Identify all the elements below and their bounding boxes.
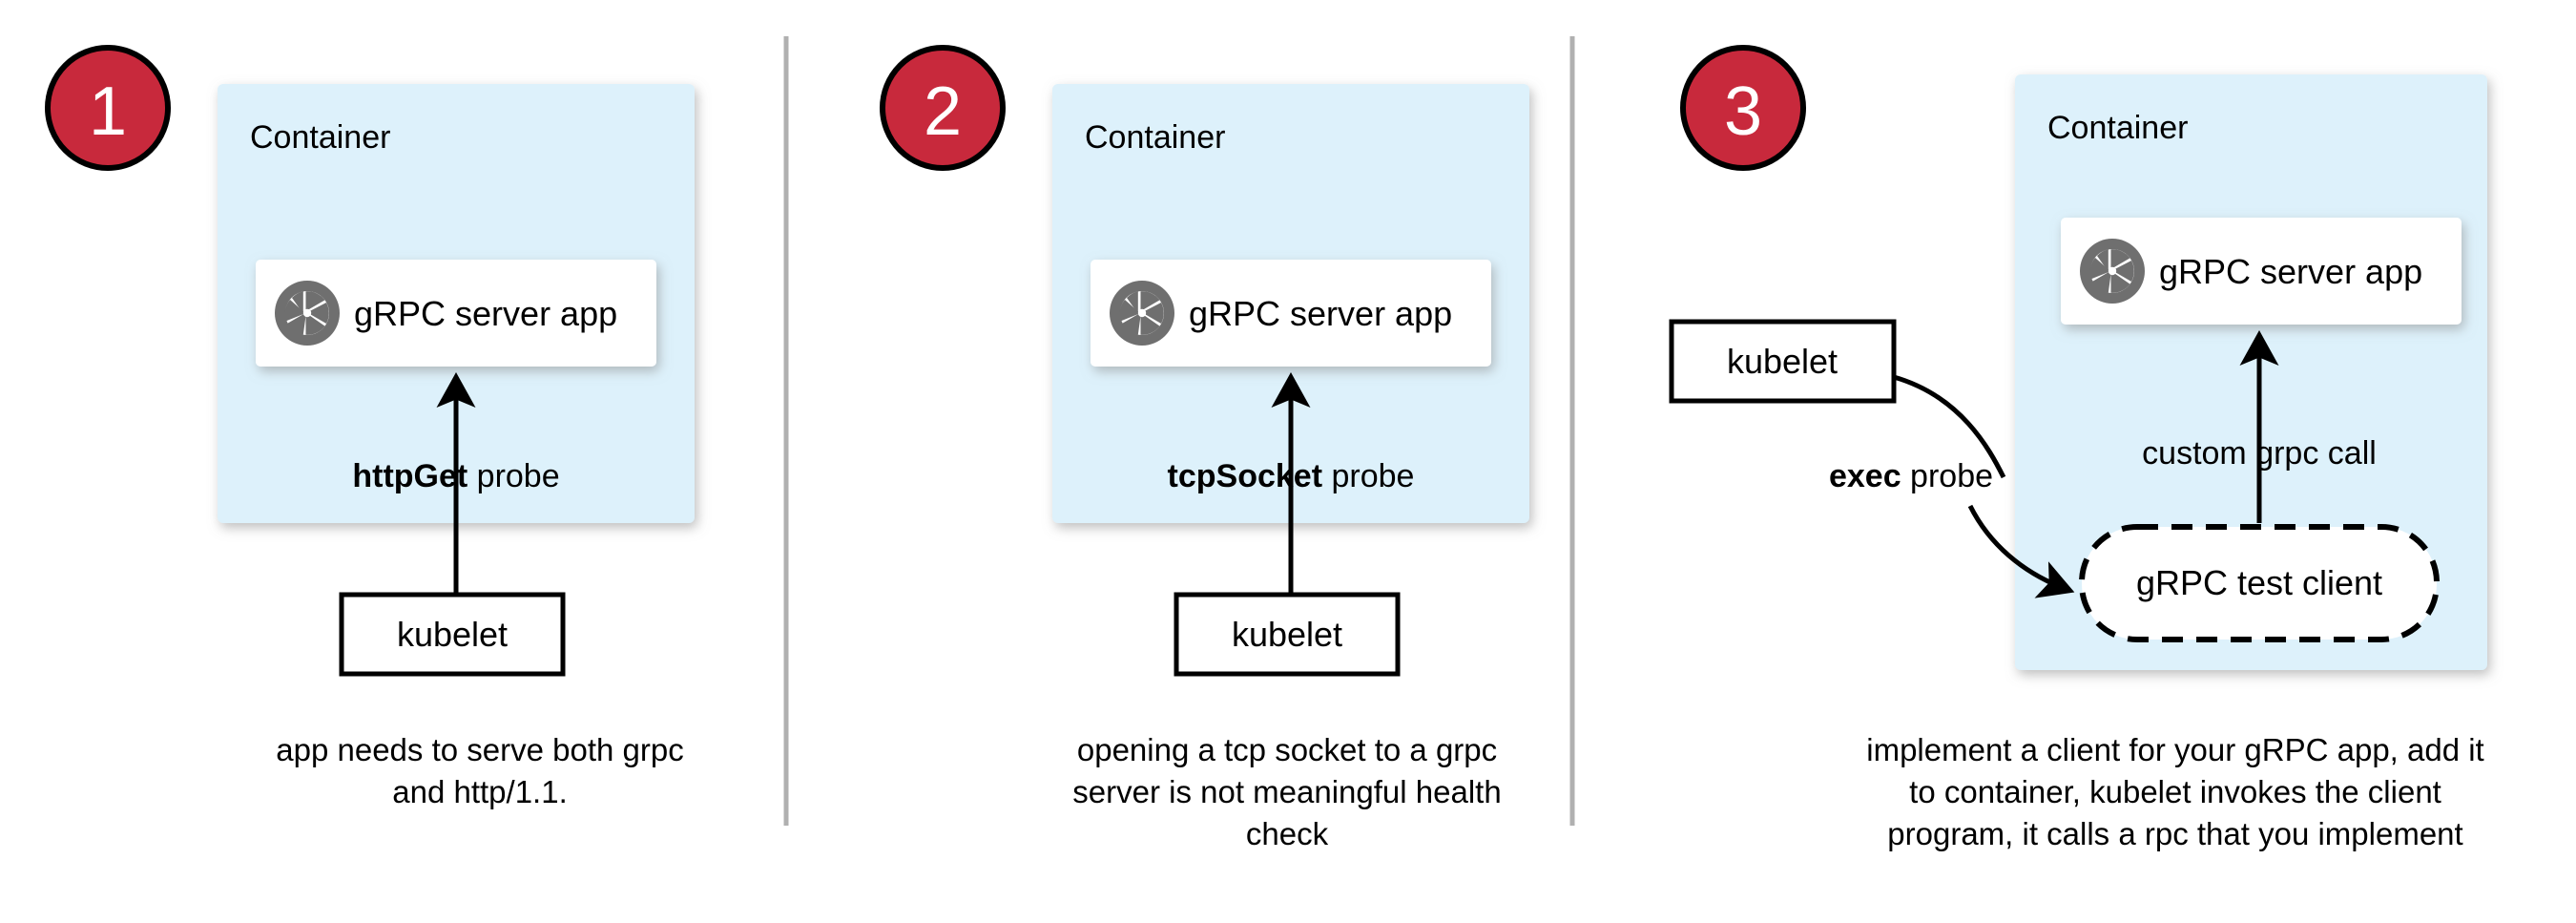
kubelet-box — [339, 592, 566, 677]
grpc-logo-icon — [1110, 281, 1174, 346]
panel-2: 2 Container gRPC server app tcpSocket pr… — [880, 45, 1529, 851]
exec-probe-arrow — [1967, 504, 2075, 598]
kubelet-box — [1174, 592, 1401, 677]
badge-number: 2 — [924, 73, 962, 150]
panel-caption-line-1: opening a tcp socket to a grpc — [1077, 732, 1497, 767]
badge-number: 1 — [89, 73, 127, 150]
probe-name: tcpSocket — [1168, 458, 1323, 494]
grpc-test-client-box — [2079, 524, 2440, 642]
badge-circle — [880, 45, 1006, 171]
probe-suffix: probe — [467, 458, 559, 494]
panel-3: 3 Container gRPC server app custom grpc … — [1669, 45, 2487, 851]
panel-3-badge: 3 — [1680, 45, 1806, 171]
httpget-probe-label: httpGet probe — [352, 458, 559, 494]
tcpsocket-probe-label: tcpSocket probe — [1168, 458, 1415, 494]
grpc-server-app-box — [2061, 218, 2462, 325]
grpc-server-app-box — [256, 260, 656, 367]
badge-number: 3 — [1724, 73, 1762, 150]
probe-name: exec — [1829, 458, 1901, 494]
grpc-logo-icon — [2080, 239, 2145, 304]
probe-suffix: probe — [1901, 458, 1993, 494]
grpc-logo-icon — [275, 281, 340, 346]
panel-1: 1 Container gRPC server app httpGet prob… — [45, 45, 695, 809]
container-label: Container — [250, 119, 390, 156]
exec-probe-curve-upper — [1893, 374, 2006, 479]
panel-caption-line-2: server is not meaningful health — [1072, 774, 1501, 809]
probe-suffix: probe — [1322, 458, 1414, 494]
panel-caption-line-1: implement a client for your gRPC app, ad… — [1866, 732, 2483, 767]
exec-probe-label: exec probe — [1829, 458, 1993, 494]
grpc-server-app-label: gRPC server app — [354, 294, 617, 333]
panel-caption-line-3: check — [1246, 816, 1329, 851]
grpc-server-app-label: gRPC server app — [2159, 252, 2422, 291]
panel-caption-line-2: and http/1.1. — [392, 774, 567, 809]
kubelet-label: kubelet — [397, 615, 508, 654]
grpc-server-app-label: gRPC server app — [1189, 294, 1452, 333]
custom-grpc-call-label: custom grpc call — [2142, 435, 2377, 472]
panel-caption-line-1: app needs to serve both grpc — [276, 732, 683, 767]
container-label: Container — [2047, 110, 2188, 146]
grpc-test-client-label: gRPC test client — [2136, 563, 2382, 602]
badge-circle — [1680, 45, 1806, 171]
probe-name: httpGet — [352, 458, 467, 494]
badge-circle — [45, 45, 171, 171]
panel-2-badge: 2 — [880, 45, 1006, 171]
kubelet-box — [1669, 319, 1897, 404]
container-label: Container — [1085, 119, 1225, 156]
kubelet-label: kubelet — [1727, 342, 1838, 381]
grpc-server-app-box — [1091, 260, 1491, 367]
kubelet-label: kubelet — [1232, 615, 1342, 654]
panel-caption-line-2: to container, kubelet invokes the client — [1909, 774, 2441, 809]
panel-caption-line-3: program, it calls a rpc that you impleme… — [1887, 816, 2462, 851]
panel-1-badge: 1 — [45, 45, 171, 171]
